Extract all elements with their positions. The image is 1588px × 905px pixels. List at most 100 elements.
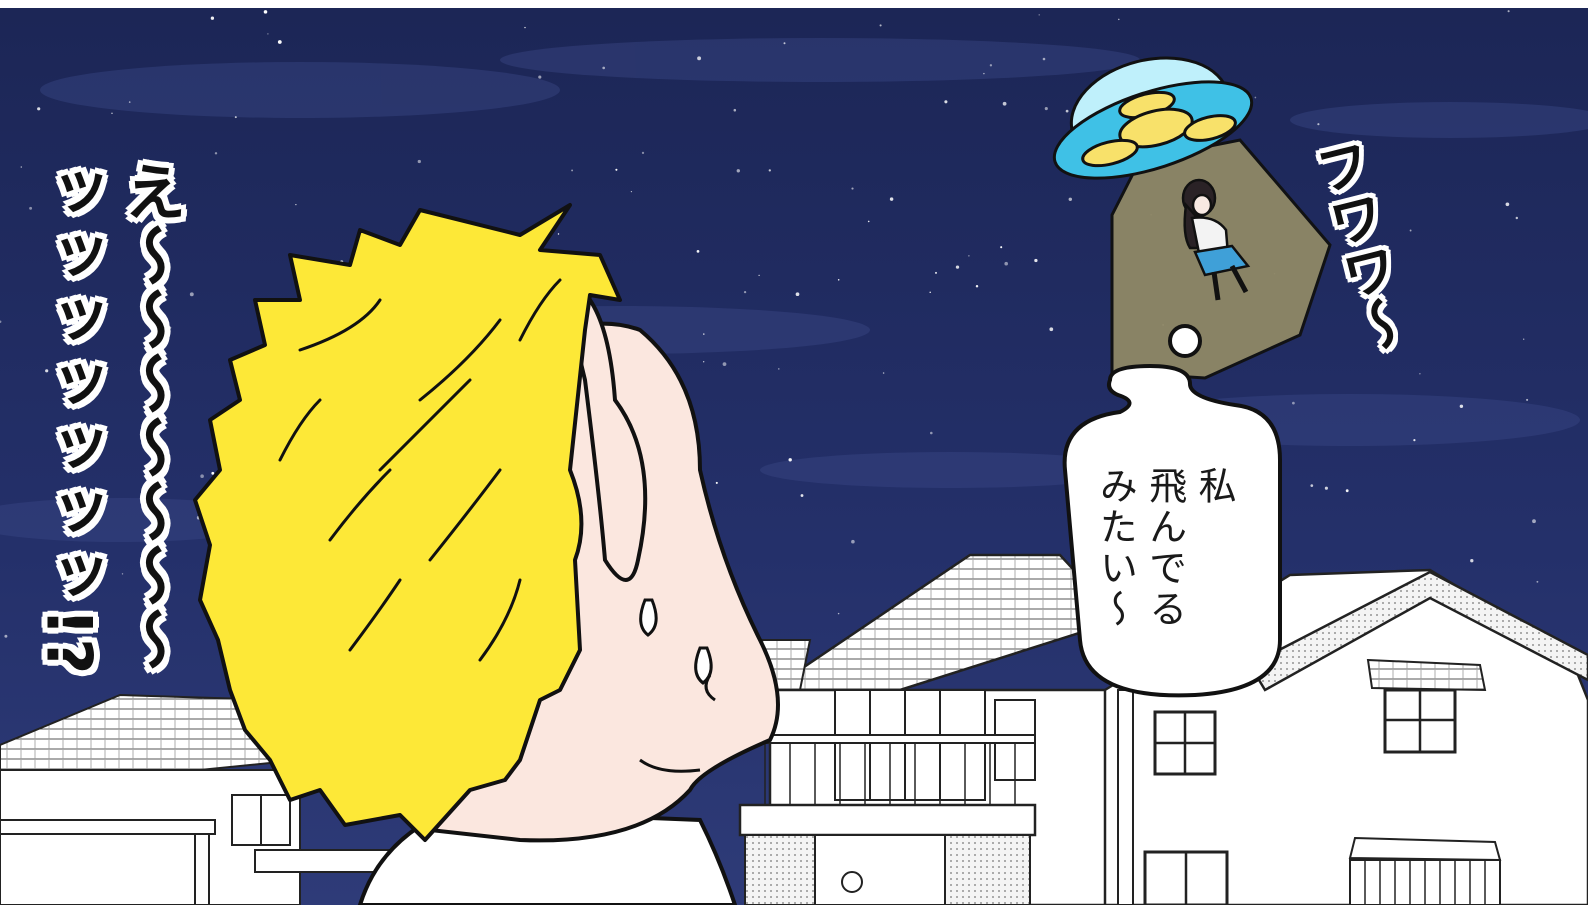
star-icon [1254, 96, 1257, 99]
star-icon [955, 265, 960, 269]
star-icon [882, 372, 885, 374]
star-icon [783, 42, 786, 45]
star-icon [200, 474, 204, 478]
star-icon [837, 612, 840, 615]
star-icon [1118, 18, 1120, 21]
star-icon [234, 116, 237, 119]
star-icon [80, 244, 84, 248]
star-icon [1523, 338, 1525, 340]
star-icon [1049, 327, 1054, 332]
star-icon [743, 290, 747, 294]
star-icon [1317, 123, 1320, 126]
star-icon [851, 539, 855, 544]
star-icon [111, 112, 113, 115]
star-icon [851, 187, 854, 190]
star-icon [697, 56, 702, 61]
star-icon [1004, 261, 1008, 266]
star-icon [1310, 484, 1314, 487]
star-icon [722, 362, 727, 366]
star-icon [100, 236, 103, 239]
star-icon [571, 169, 574, 172]
star-icon [79, 234, 83, 237]
star-icon [930, 431, 933, 435]
star-icon [277, 40, 282, 44]
star-icon [615, 168, 618, 171]
star-icon [788, 458, 792, 462]
star-icon [1000, 246, 1003, 249]
star-icon [4, 634, 8, 638]
star-icon [989, 64, 993, 67]
hair [193, 203, 622, 842]
star-icon [29, 206, 33, 210]
star-icon [74, 272, 78, 276]
star-icon [524, 26, 526, 29]
star-icon [975, 284, 979, 288]
star-icon [1065, 109, 1069, 113]
star-icon [1034, 258, 1038, 263]
star-icon [210, 16, 215, 20]
star-icon [630, 191, 633, 193]
star-icon [121, 573, 124, 575]
star-icon [37, 107, 41, 111]
star-icon [1536, 580, 1539, 583]
star-icon [20, 166, 23, 168]
star-icon [703, 361, 705, 363]
star-icon [1413, 439, 1416, 442]
star-icon [263, 10, 268, 14]
ufo-icon [1052, 56, 1254, 180]
star-icon [1292, 401, 1295, 405]
star-icon [1002, 101, 1007, 106]
star-icon [1459, 404, 1464, 409]
star-icon [211, 471, 215, 475]
star-icon [1376, 273, 1379, 277]
star-icon [696, 250, 700, 253]
star-icon [935, 271, 937, 274]
star-icon [1044, 107, 1048, 111]
star-icon [1409, 229, 1412, 232]
star-icon [1470, 559, 1474, 563]
star-icon [715, 481, 718, 484]
star-icon [929, 291, 931, 294]
star-icon [983, 72, 985, 75]
star-icon [1345, 489, 1349, 493]
star-icon [1507, 10, 1510, 13]
star-icon [1526, 398, 1529, 401]
ear [571, 294, 648, 582]
star-icon [641, 151, 645, 155]
star-icon [557, 233, 560, 235]
star-icon [214, 152, 218, 155]
star-icon [538, 75, 542, 79]
star-icon [889, 197, 894, 201]
star-icon [1515, 216, 1519, 220]
star-icon [1042, 57, 1046, 61]
star-icon [168, 326, 172, 329]
star-icon [1324, 486, 1328, 490]
star-icon [1038, 14, 1040, 16]
star-icon [128, 101, 131, 103]
star-icon [879, 24, 882, 27]
star-icon [189, 292, 194, 297]
star-icon [768, 169, 771, 172]
star-icon [867, 220, 870, 223]
star-icon [800, 494, 804, 497]
star-icon [968, 255, 970, 257]
star-icon [736, 169, 740, 173]
star-icon [602, 66, 606, 70]
star-icon [45, 369, 49, 373]
star-icon [733, 108, 737, 112]
house-center [738, 553, 1123, 905]
star-icon [295, 203, 297, 206]
star-icon [1419, 373, 1421, 375]
house-left [0, 693, 426, 905]
speech-bubble [1062, 324, 1282, 698]
star-icon [703, 333, 705, 335]
star-icon [1532, 519, 1536, 524]
star-icon [0, 320, 2, 324]
star-icon [88, 173, 92, 176]
star-icon [162, 298, 166, 302]
star-icon [1505, 202, 1510, 207]
abducted-girl [1181, 178, 1251, 301]
star-icon [66, 511, 71, 516]
sweat-drop [694, 646, 713, 685]
